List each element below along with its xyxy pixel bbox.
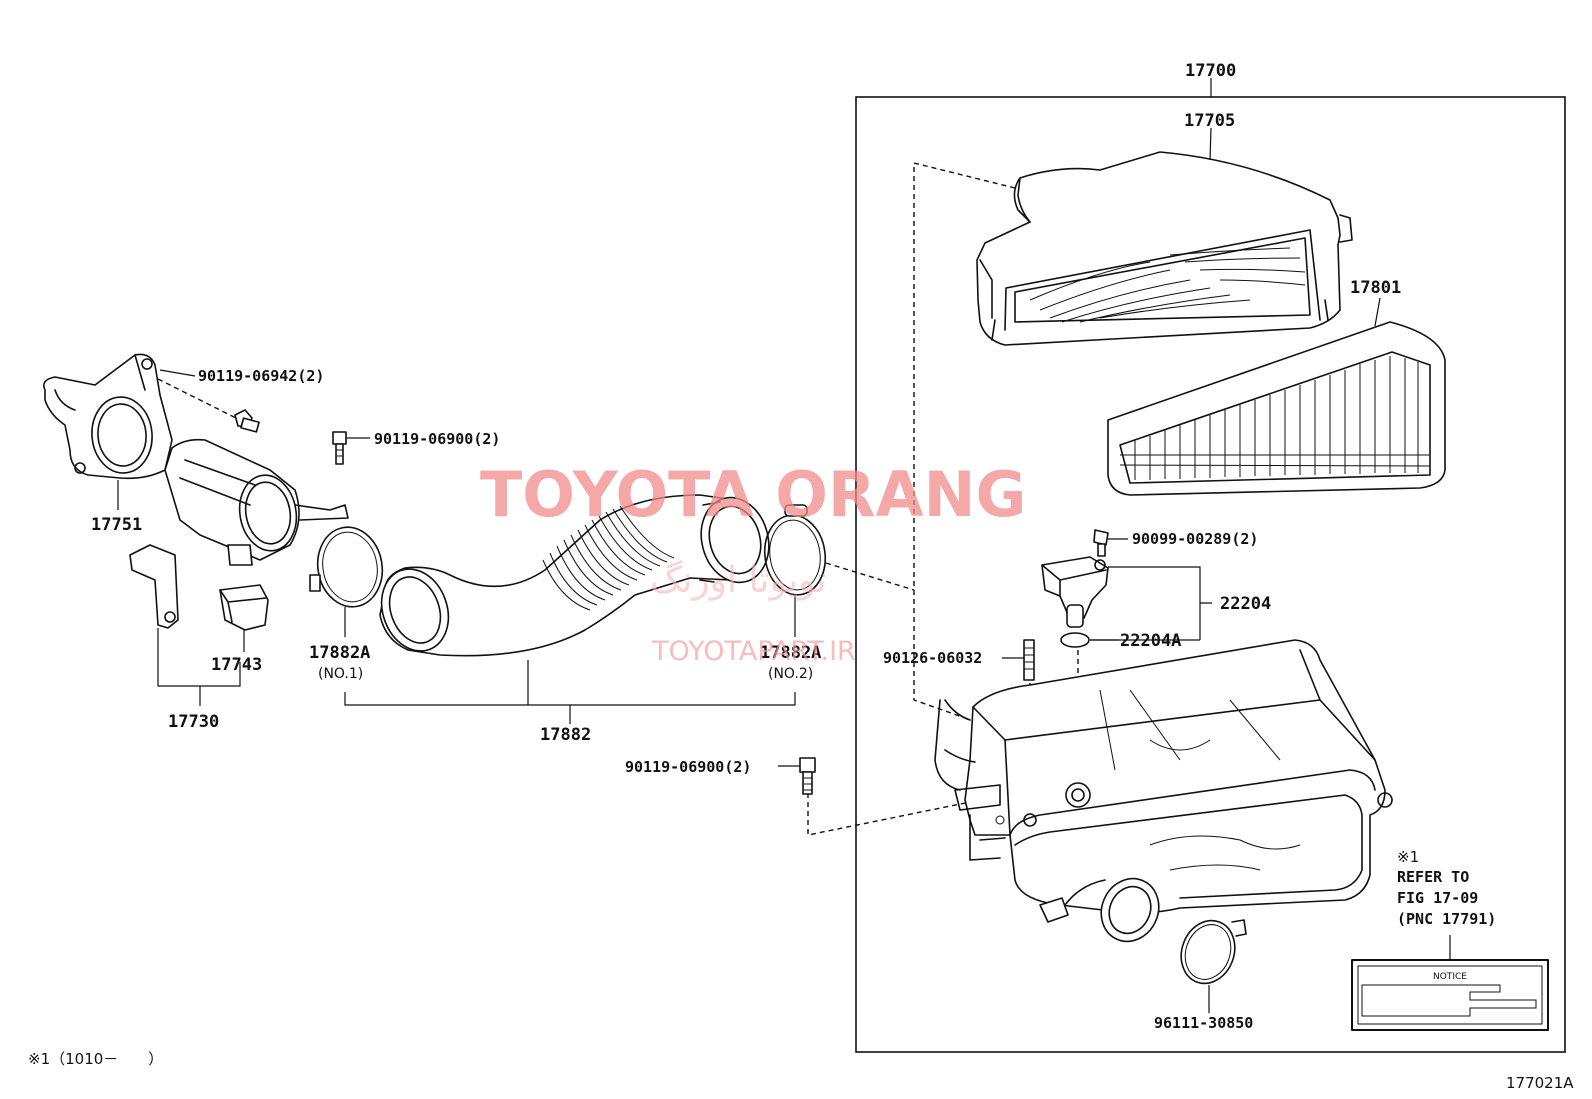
air-filter-element-drawing bbox=[1107, 297, 1446, 496]
label-90119-06900-lower: 90119-06900(2) bbox=[625, 758, 751, 776]
hose-bracket-17882 bbox=[344, 660, 796, 724]
label-22204A: 22204A bbox=[1120, 631, 1181, 651]
mass-air-flow-sensor-drawing bbox=[1041, 556, 1212, 648]
clamp-17882A-no1-drawing bbox=[309, 526, 384, 637]
screw-90099-drawing bbox=[1093, 529, 1128, 557]
inlet-assy-17730-drawing bbox=[129, 438, 349, 706]
label-17882A-no1-sub: (NO.1) bbox=[318, 666, 363, 682]
watermark-brand: TOYOTA ORANG bbox=[480, 458, 1026, 531]
label-17730: 17730 bbox=[168, 712, 219, 732]
label-17743: 17743 bbox=[211, 655, 262, 675]
notice-plate-title: NOTICE bbox=[1433, 972, 1467, 982]
assembly-frame bbox=[855, 78, 1566, 1053]
label-17751: 17751 bbox=[91, 515, 142, 535]
inlet-17751-drawing bbox=[42, 353, 173, 510]
label-17882A-no2: 17882A bbox=[760, 643, 821, 663]
figure-code: 177021A bbox=[1506, 1074, 1574, 1092]
bolt-90119-06900-lower-drawing bbox=[778, 757, 816, 795]
label-22204: 22204 bbox=[1220, 594, 1271, 614]
footnote: ※1（1010－ ） bbox=[28, 1050, 163, 1068]
air-cleaner-case-drawing bbox=[934, 639, 1393, 943]
bolt-90119-06900-upper-drawing bbox=[332, 431, 370, 465]
label-17801: 17801 bbox=[1350, 278, 1401, 298]
label-17882A-no1: 17882A bbox=[309, 643, 370, 663]
label-96111-30850: 96111-30850 bbox=[1154, 1014, 1253, 1032]
label-17882A-no2-sub: (NO.2) bbox=[768, 666, 813, 682]
clamp-96111-drawing bbox=[1180, 919, 1247, 1013]
notice-line-1: REFER TO bbox=[1397, 868, 1469, 886]
damper-17743-drawing bbox=[219, 584, 269, 652]
intake-hose-drawing bbox=[379, 494, 770, 657]
label-17705: 17705 bbox=[1184, 111, 1235, 131]
stud-90126-drawing bbox=[1002, 639, 1035, 681]
label-90119-06900-upper: 90119-06900(2) bbox=[374, 430, 500, 448]
notice-line-3: (PNC 17791) bbox=[1397, 910, 1496, 928]
watermark-arabic: تویوتا اورنگ bbox=[650, 559, 827, 601]
label-90099-00289: 90099-00289(2) bbox=[1132, 530, 1258, 548]
watermark-site: TOYOTAPART.IR bbox=[651, 636, 856, 667]
notice-plate-drawing bbox=[1351, 935, 1549, 1031]
notice-line-2: FIG 17-09 bbox=[1397, 889, 1478, 907]
bolt-90119-06942-drawing bbox=[159, 369, 260, 433]
clamp-17882A-no2-drawing bbox=[763, 504, 827, 637]
label-17882: 17882 bbox=[540, 725, 591, 745]
label-90126-06032: 90126-06032 bbox=[883, 649, 982, 667]
label-90119-06942: 90119-06942(2) bbox=[198, 367, 324, 385]
label-17700: 17700 bbox=[1185, 61, 1236, 81]
air-cleaner-cap-drawing bbox=[976, 127, 1353, 346]
notice-ref-mark: ※1 bbox=[1397, 848, 1419, 866]
